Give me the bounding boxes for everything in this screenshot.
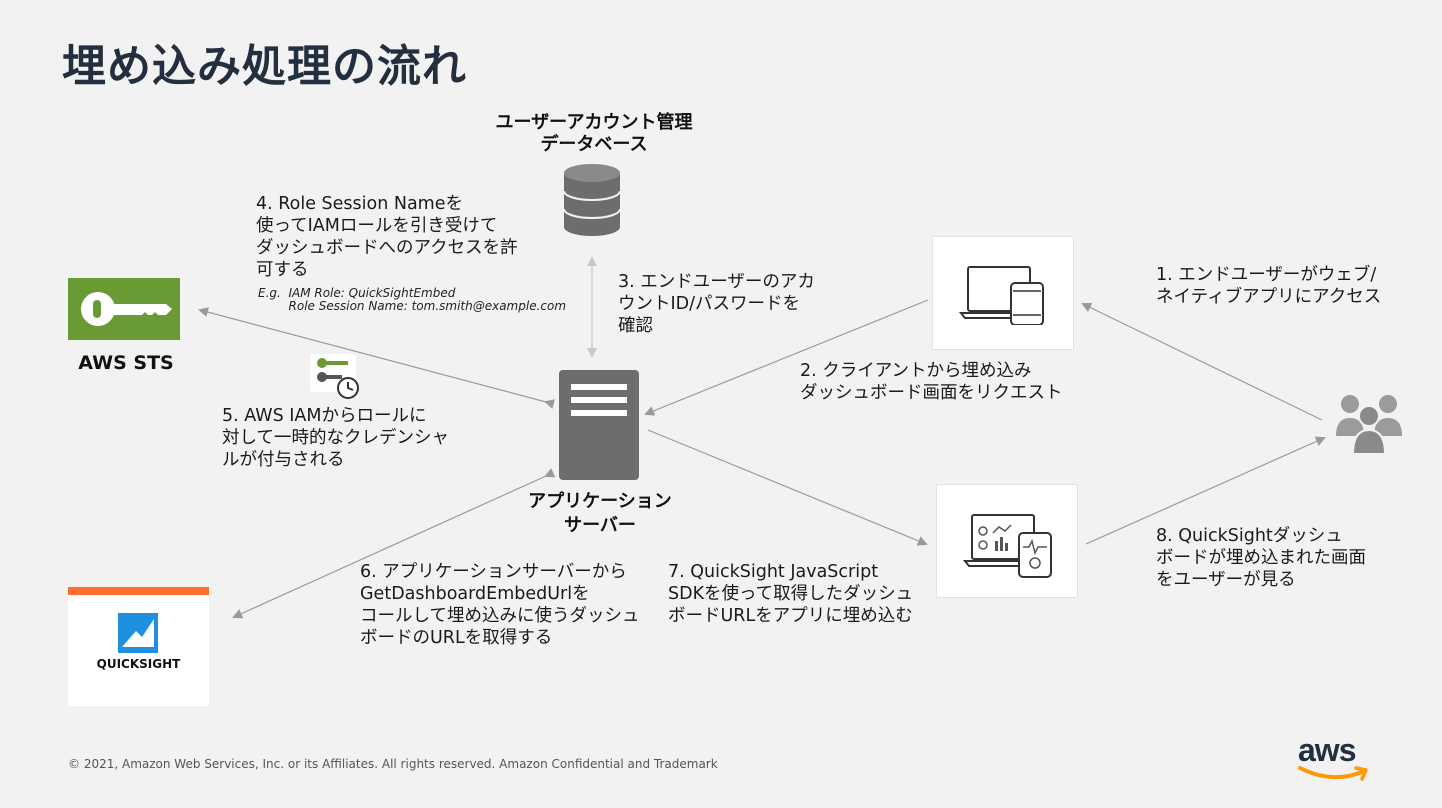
arrow-step2	[644, 299, 929, 416]
client-device-card	[932, 236, 1074, 350]
dashboard-device-card	[936, 484, 1078, 598]
arrow-step4	[198, 307, 556, 409]
app-server-label: アプリケーション サーバー	[528, 491, 672, 536]
temporary-credential-icon	[310, 354, 359, 399]
aws-sts-label: AWS STS	[78, 352, 174, 374]
aws-smile-icon	[1298, 766, 1368, 781]
step-5-text: 5. AWS IAMからロールに 対して一時的なクレデンシャ ルが付与される	[222, 406, 449, 470]
arrow-step1	[1081, 302, 1323, 421]
laptop-phone-icon	[959, 266, 1044, 325]
sts-key-icon	[68, 278, 180, 340]
step-4-text: 4. Role Session Nameを 使ってIAMロールを引き受けて ダッ…	[256, 194, 518, 280]
step-7-text: 7. QuickSight JavaScript SDKを使って取得したダッシュ…	[668, 562, 914, 626]
step-8-text: 8. QuickSightダッシュ ボードが埋め込まれた画面 をユーザーが見る	[1156, 526, 1366, 590]
aws-logo-text: aws	[1298, 732, 1356, 768]
quicksight-logo-text: QUICKSIGHT	[96, 657, 181, 671]
dashboard-device-icon	[963, 514, 1052, 578]
step-2-text: 2. クライアントから埋め込み ダッシュボード画面をリクエスト	[800, 361, 1063, 403]
aws-logo: aws	[1298, 734, 1378, 790]
quicksight-logo-icon	[118, 613, 158, 653]
step-4-example: E.g. IAM Role: QuickSightEmbed Role Sess…	[258, 286, 567, 313]
step-3-text: 3. エンドユーザーのアカ ウントID/パスワードを 確認	[618, 272, 815, 336]
page-title: 埋め込み処理の流れ	[62, 41, 467, 92]
user-db-label: ユーザーアカウント管理 データベース	[495, 112, 693, 155]
users-group-icon	[1336, 395, 1402, 455]
database-icon	[563, 164, 621, 236]
application-server-icon	[559, 370, 639, 480]
step-1-text: 1. エンドユーザーがウェブ/ ネイティブアプリにアクセス	[1156, 265, 1382, 307]
quicksight-card: QUICKSIGHT	[68, 587, 209, 706]
arrow-step7	[647, 429, 928, 546]
arrow-step6	[232, 468, 556, 619]
step-6-text: 6. アプリケーションサーバーから GetDashboardEmbedUrlを …	[360, 562, 640, 648]
copyright-footer: © 2021, Amazon Web Services, Inc. or its…	[68, 757, 718, 771]
arrow-step8	[1085, 436, 1326, 545]
